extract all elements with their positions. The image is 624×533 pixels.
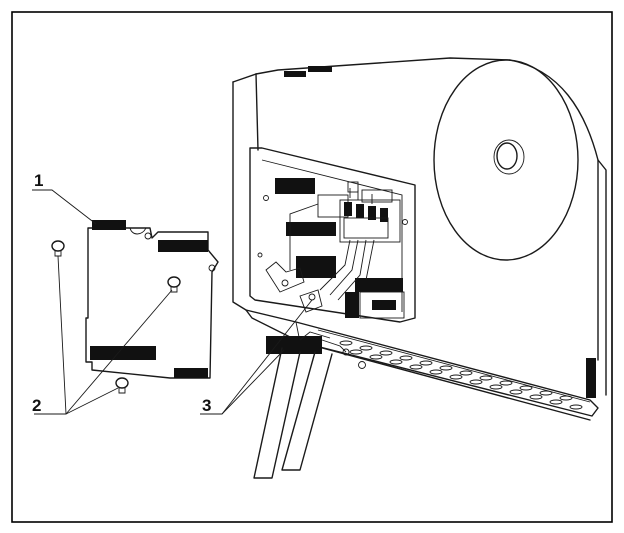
terminal-block: [265, 178, 405, 319]
plate-label-2: [158, 240, 208, 252]
callout-1: 1: [34, 171, 43, 190]
louvred-grille: [245, 309, 599, 421]
screws: [51, 240, 181, 394]
plate-label-3: [90, 346, 156, 360]
callout-leader-1: [32, 189, 97, 225]
electrical-compartment: [249, 147, 416, 323]
plate-label-4: [174, 368, 208, 378]
label-mark-right: [586, 358, 596, 398]
cover-plate: [85, 220, 219, 379]
screw: [115, 377, 129, 394]
screw: [51, 240, 65, 257]
fan-disc: [433, 59, 579, 261]
screw: [167, 276, 181, 293]
callout-lines: [32, 189, 313, 415]
label-mark-strip: [266, 336, 322, 354]
grille-slots: [339, 340, 583, 410]
cable: [253, 331, 333, 479]
label-mark-top-1: [284, 71, 306, 77]
label-mark-top-2: [308, 66, 332, 72]
fan-hub: [496, 142, 518, 170]
callout-2: 2: [32, 396, 41, 415]
callout-3: 3: [202, 396, 211, 415]
plate-label-1: [92, 220, 126, 230]
unit-housing: [232, 57, 607, 421]
